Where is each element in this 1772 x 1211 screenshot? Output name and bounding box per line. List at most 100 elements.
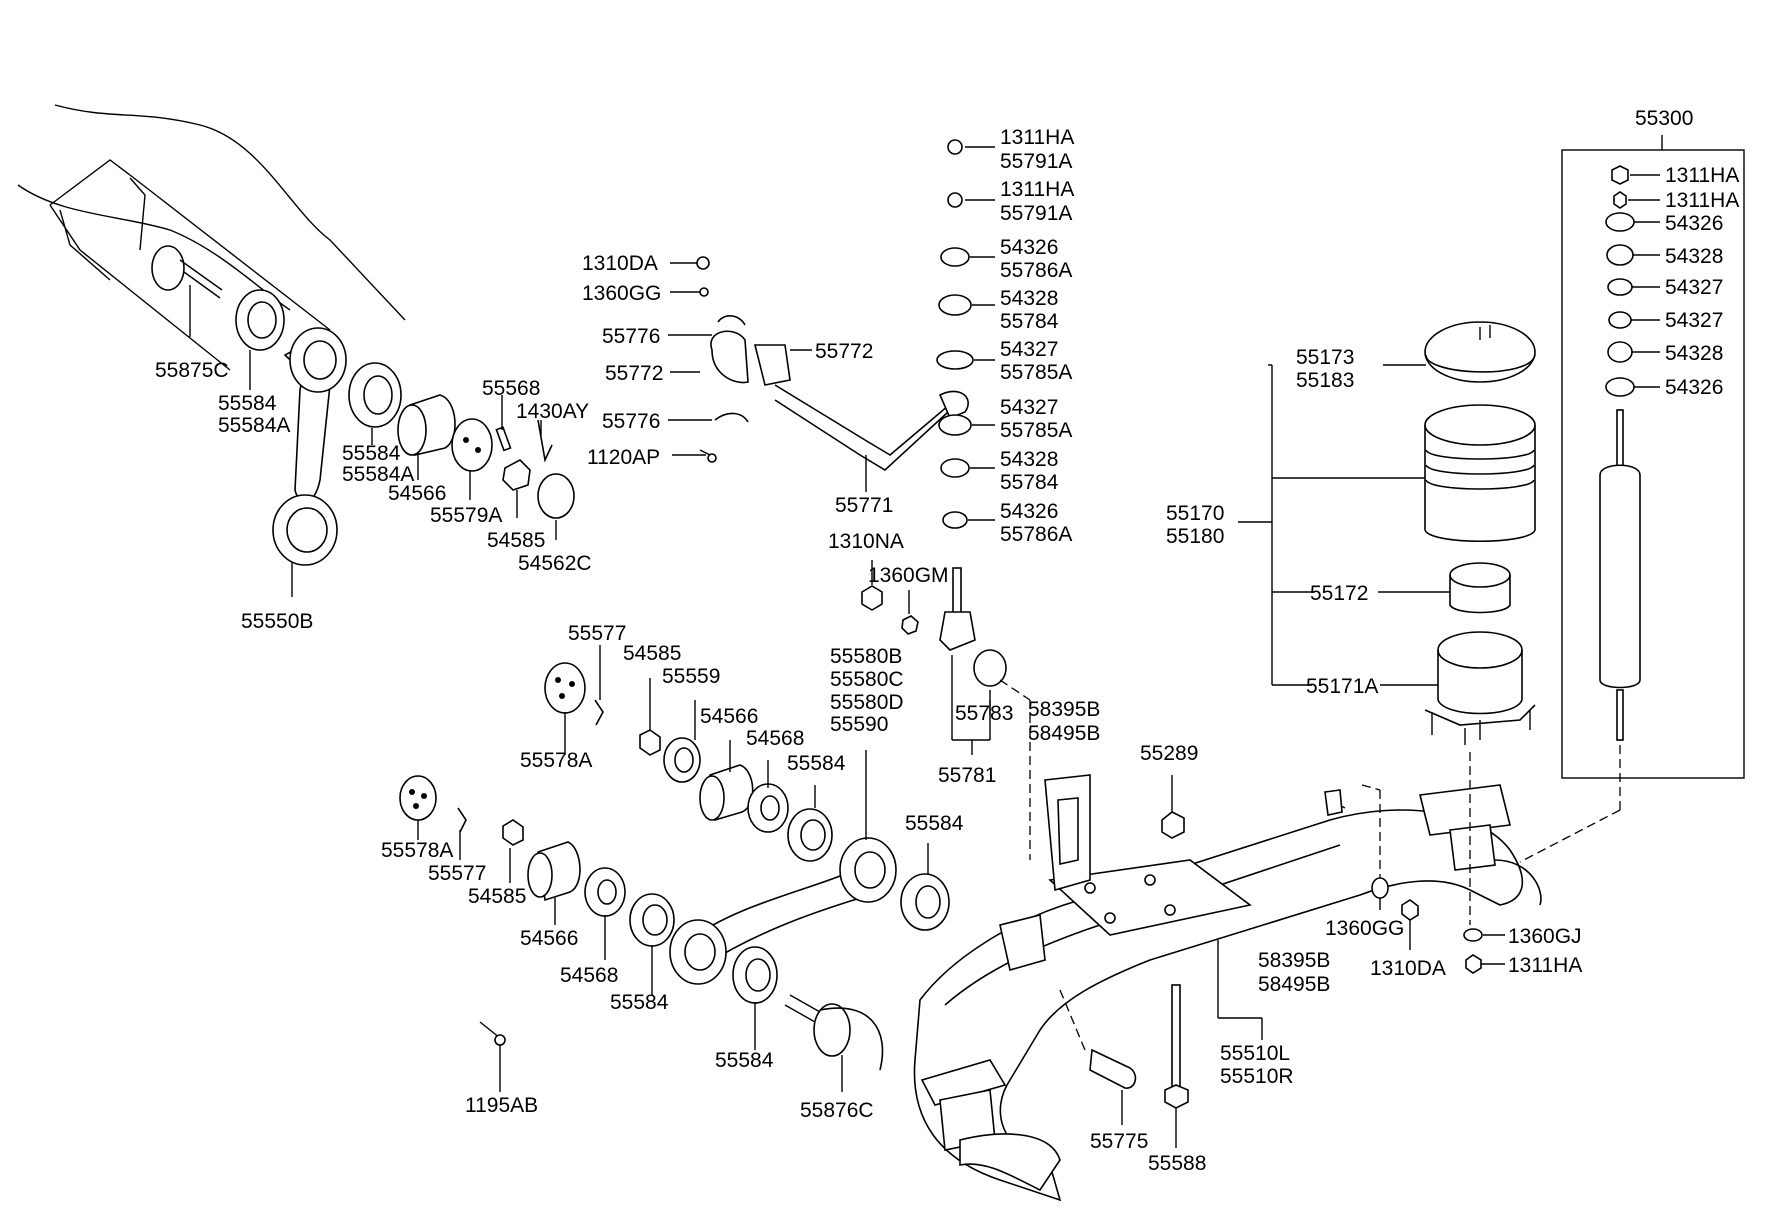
label-1430AY: 1430AY (516, 400, 589, 423)
label-55180: 55180 (1166, 525, 1224, 548)
label-54585: 54585 (623, 642, 681, 665)
label-1310DA: 1310DA (582, 252, 658, 275)
label-54328: 54328 (1665, 342, 1723, 365)
label-55781: 55781 (938, 764, 996, 787)
label-54566: 54566 (520, 927, 578, 950)
label-55783: 55783 (955, 702, 1013, 725)
vehicle-body-outline (17, 104, 406, 371)
label-54326: 54326 (1665, 376, 1723, 399)
label-54326: 54326 (1665, 212, 1723, 235)
label-55578A: 55578A (520, 749, 592, 772)
label-55771: 55771 (835, 494, 893, 517)
label-54328: 54328 (1000, 448, 1058, 471)
label-54585: 54585 (487, 529, 545, 552)
label-54327: 54327 (1000, 338, 1058, 361)
label-55786A: 55786A (1000, 259, 1072, 282)
label-55584A: 55584A (218, 414, 290, 437)
label-1360GJ: 1360GJ (1508, 925, 1582, 948)
label-1195AB: 1195AB (465, 1094, 538, 1117)
crossmember-bolts (1089, 984, 1189, 1109)
label-54562C: 54562C (518, 552, 592, 575)
label-55510L: 55510L (1220, 1042, 1290, 1065)
label-54327: 54327 (1665, 276, 1723, 299)
label-55784: 55784 (1000, 471, 1059, 494)
label-55550B: 55550B (241, 610, 313, 633)
center-mount-stack (861, 139, 1007, 687)
label-55584: 55584 (905, 812, 964, 835)
label-1360GG: 1360GG (582, 282, 661, 305)
label-55300: 55300 (1635, 107, 1693, 130)
label-55590: 55590 (830, 713, 888, 736)
leader-lines (189, 146, 1660, 1148)
label-55510R: 55510R (1220, 1065, 1294, 1088)
label-55588: 55588 (1148, 1152, 1206, 1175)
label-55776: 55776 (602, 325, 660, 348)
label-58395B: 58395B (1258, 949, 1330, 972)
label-55578A: 55578A (381, 839, 453, 862)
label-55784: 55784 (1000, 310, 1059, 333)
label-58395B: 58395B (1028, 698, 1100, 721)
label-55776: 55776 (602, 410, 660, 433)
label-55786A: 55786A (1000, 523, 1072, 546)
label-55785A: 55785A (1000, 361, 1072, 384)
label-54328: 54328 (1665, 245, 1723, 268)
label-54568: 54568 (560, 964, 618, 987)
label-55170: 55170 (1166, 502, 1224, 525)
assembly-guide-lines (999, 679, 1471, 1051)
label-58495B: 58495B (1028, 722, 1100, 745)
label-55289: 55289 (1140, 742, 1198, 765)
label-1310DA: 1310DA (1370, 957, 1446, 980)
label-55772: 55772 (605, 362, 663, 385)
label-54327: 54327 (1000, 396, 1058, 419)
air-spring-assembly (1424, 321, 1536, 745)
label-1311HA: 1311HA (1665, 164, 1739, 187)
label-1311HA: 1311HA (1508, 954, 1582, 977)
label-1311HA: 1311HA (1665, 189, 1739, 212)
label-54585: 54585 (468, 885, 526, 908)
label-55775: 55775 (1090, 1130, 1148, 1153)
label-55772: 55772 (815, 340, 873, 363)
control-arm-bushings (399, 662, 950, 1071)
label-1360GG: 1360GG (1325, 917, 1404, 940)
label-55172: 55172 (1310, 582, 1368, 605)
label-55875C: 55875C (155, 359, 229, 382)
label-1311HA: 1311HA (1000, 178, 1074, 201)
label-55785A: 55785A (1000, 419, 1072, 442)
label-54328: 54328 (1000, 287, 1058, 310)
label-55584: 55584 (715, 1049, 774, 1072)
label-1311HA: 1311HA (1000, 126, 1074, 149)
label-55577: 55577 (428, 862, 486, 885)
label-1360GM: 1360GM (868, 564, 949, 587)
label-54327: 54327 (1665, 309, 1723, 332)
crossmember (913, 774, 1542, 1202)
label-55183: 55183 (1296, 369, 1354, 392)
label-55580D: 55580D (830, 691, 904, 714)
label-55791A: 55791A (1000, 202, 1072, 225)
label-54568: 54568 (746, 727, 804, 750)
label-55876C: 55876C (800, 1099, 874, 1122)
label-55580B: 55580B (830, 645, 902, 668)
label-55584: 55584 (787, 752, 846, 775)
stabilizer-bar-center (696, 256, 969, 471)
label-55584: 55584 (218, 392, 277, 415)
label-1310NA: 1310NA (828, 530, 904, 553)
label-1120AP: 1120AP (587, 446, 660, 469)
label-55568: 55568 (482, 377, 540, 400)
label-55171A: 55171A (1306, 675, 1378, 698)
label-58495B: 58495B (1258, 973, 1330, 996)
label-55579A: 55579A (430, 504, 502, 527)
label-54566: 54566 (700, 705, 758, 728)
label-55584: 55584 (342, 442, 401, 465)
label-54326: 54326 (1000, 236, 1058, 259)
stabilizer-bushing-group (151, 245, 575, 566)
label-55559: 55559 (662, 665, 720, 688)
label-54326: 54326 (1000, 500, 1058, 523)
label-55173: 55173 (1296, 346, 1354, 369)
part-number-labels: 55875C 55584 55584A 55584 55584A 54566 5… (155, 107, 1739, 1175)
label-54566: 54566 (388, 482, 446, 505)
shock-absorber-box (1561, 135, 1745, 779)
label-55584: 55584 (610, 991, 669, 1014)
shock-absorber (1519, 165, 1641, 863)
label-55584A: 55584A (342, 463, 414, 486)
